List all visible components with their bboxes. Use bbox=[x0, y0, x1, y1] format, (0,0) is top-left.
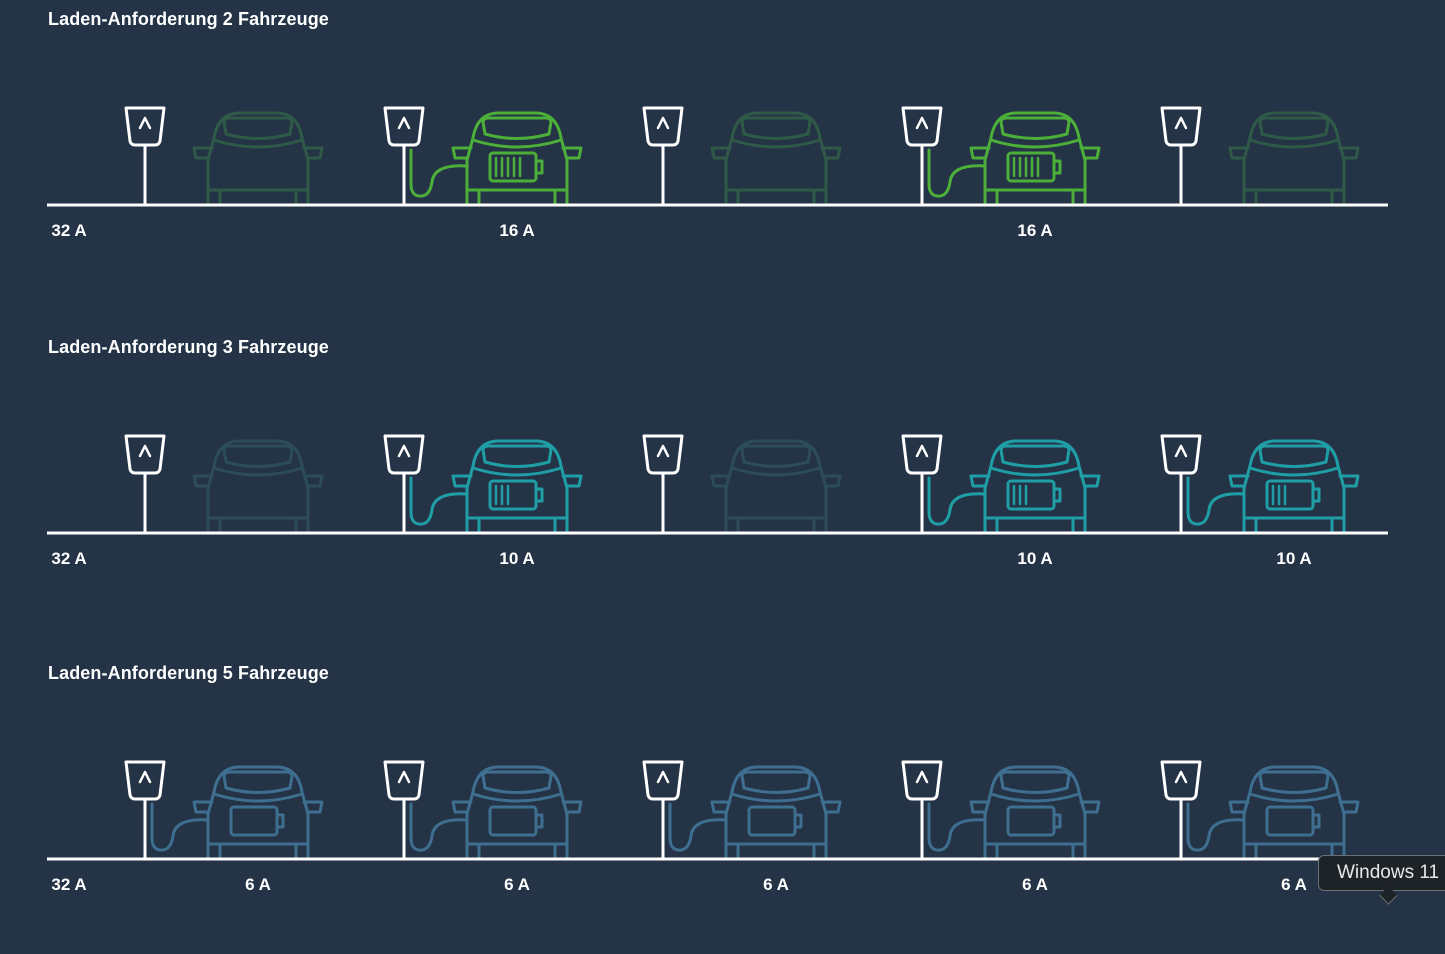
car-icon bbox=[192, 439, 324, 533]
battery-icon bbox=[488, 805, 544, 837]
battery-icon bbox=[1006, 805, 1062, 837]
charging-cable-icon bbox=[668, 802, 728, 852]
charger-post-icon bbox=[642, 760, 684, 861]
total-current-label: 32 A bbox=[51, 875, 87, 894]
car-icon bbox=[969, 439, 1101, 533]
charger-post-icon bbox=[1160, 106, 1202, 207]
car-icon bbox=[451, 439, 583, 533]
station-current-label: 6 A bbox=[1022, 875, 1048, 894]
battery-icon bbox=[1006, 151, 1062, 183]
charger-post-icon bbox=[124, 760, 166, 861]
station-current-label: 16 A bbox=[499, 221, 535, 240]
charger-post-icon bbox=[901, 106, 943, 207]
charging-cable-icon bbox=[1186, 802, 1246, 852]
scenario-section: Laden-Anforderung 2 Fahrzeuge 32 A 16 A 16 … bbox=[0, 0, 1445, 300]
station-current-label: 10 A bbox=[1276, 549, 1312, 568]
charger-post-icon bbox=[124, 106, 166, 207]
charger-post-icon bbox=[901, 760, 943, 861]
station-current-label: 6 A bbox=[1281, 875, 1307, 894]
station-current-label: 10 A bbox=[1017, 549, 1053, 568]
charger-post-icon bbox=[383, 106, 425, 207]
charging-cable-icon bbox=[409, 802, 469, 852]
station-current-label: 6 A bbox=[504, 875, 530, 894]
charging-cable-icon bbox=[1186, 476, 1246, 526]
charging-cable-icon bbox=[927, 148, 987, 198]
battery-icon bbox=[488, 151, 544, 183]
car-icon bbox=[1228, 765, 1360, 859]
car-icon bbox=[1228, 111, 1360, 205]
scenario-title: Laden-Anforderung 5 Fahrzeuge bbox=[48, 663, 329, 683]
tooltip-text: Windows 11 bbox=[1337, 862, 1440, 883]
total-current-label: 32 A bbox=[51, 221, 87, 240]
charging-scene bbox=[47, 106, 1388, 207]
car-icon bbox=[192, 111, 324, 205]
car-icon bbox=[710, 439, 842, 533]
car-icon bbox=[451, 765, 583, 859]
car-icon bbox=[969, 111, 1101, 205]
battery-icon bbox=[747, 805, 803, 837]
battery-icon bbox=[1265, 479, 1321, 511]
charger-post-icon bbox=[383, 760, 425, 861]
battery-icon bbox=[229, 805, 285, 837]
station-current-label: 6 A bbox=[763, 875, 789, 894]
battery-icon bbox=[1265, 805, 1321, 837]
car-icon bbox=[451, 111, 583, 205]
charging-cable-icon bbox=[409, 476, 469, 526]
charging-cable-icon bbox=[409, 148, 469, 198]
car-icon bbox=[1228, 439, 1360, 533]
station-current-label: 10 A bbox=[499, 549, 535, 568]
charging-scene bbox=[47, 760, 1388, 861]
station-current-label: 16 A bbox=[1017, 221, 1053, 240]
charger-post-icon bbox=[124, 434, 166, 535]
battery-icon bbox=[1006, 479, 1062, 511]
scenario-title: Laden-Anforderung 2 Fahrzeuge bbox=[48, 9, 329, 29]
charging-cable-icon bbox=[927, 802, 987, 852]
car-icon bbox=[192, 765, 324, 859]
charger-post-icon bbox=[642, 106, 684, 207]
tooltip: Windows 11 bbox=[1318, 855, 1445, 891]
charger-post-icon bbox=[383, 434, 425, 535]
station-current-label: 6 A bbox=[245, 875, 271, 894]
charger-post-icon bbox=[1160, 760, 1202, 861]
charging-scene bbox=[47, 434, 1388, 535]
charging-cable-icon bbox=[927, 476, 987, 526]
charger-post-icon bbox=[1160, 434, 1202, 535]
car-icon bbox=[710, 111, 842, 205]
car-icon bbox=[969, 765, 1101, 859]
scenario-section: Laden-Anforderung 5 Fahrzeuge 32 A 6 A 6 A 6… bbox=[0, 654, 1445, 954]
scenario-section: Laden-Anforderung 3 Fahrzeuge 32 A 10 A 10 … bbox=[0, 328, 1445, 628]
battery-icon bbox=[488, 479, 544, 511]
charger-post-icon bbox=[642, 434, 684, 535]
car-icon bbox=[710, 765, 842, 859]
scenario-title: Laden-Anforderung 3 Fahrzeuge bbox=[48, 337, 329, 357]
charging-cable-icon bbox=[150, 802, 210, 852]
total-current-label: 32 A bbox=[51, 549, 87, 568]
charger-post-icon bbox=[901, 434, 943, 535]
